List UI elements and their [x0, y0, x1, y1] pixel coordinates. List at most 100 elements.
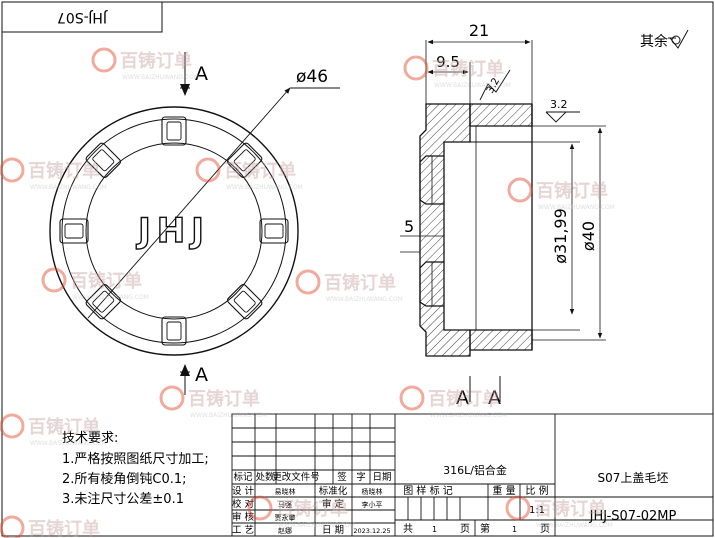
- tb-weight: 重 量: [492, 484, 515, 497]
- watermark-url: WWW.BAIZHUWANG.COM: [30, 184, 107, 191]
- watermark-url: WWW.BAIZHUWANG.COM: [326, 296, 403, 303]
- section-marker-a-left: A: [456, 387, 469, 409]
- watermark-brand: 百铸订单: [28, 416, 100, 438]
- title-block: [231, 413, 714, 537]
- tb-row1-name2: 杨晓林: [362, 487, 383, 496]
- tb-row1-label: 设 计: [232, 485, 255, 497]
- section-body-left: [419, 103, 471, 357]
- watermark-brand: 百铸订单: [70, 270, 142, 292]
- tech-req-item-2: 2.所有棱角倒钝C0.1;: [62, 471, 187, 487]
- dim-9-5-label: 9.5: [436, 53, 460, 71]
- dim-5-label: 5: [404, 217, 414, 236]
- tb-row4-label2: 日 期: [322, 525, 344, 536]
- watermark-url: WWW.BAIZHUWANG.COM: [122, 74, 199, 81]
- section-marker-bottom: A: [195, 364, 208, 386]
- slot: [227, 284, 263, 320]
- tb-part-name: S07上盖毛坯: [598, 471, 669, 485]
- tb-row2-name: 马强: [278, 501, 292, 509]
- tb-total-value: 1: [432, 525, 437, 534]
- tb-h-sign1: 签: [337, 471, 347, 483]
- slot: [161, 116, 187, 146]
- watermark-brand: 百铸订单: [534, 498, 606, 520]
- section-marker-top: A: [195, 63, 208, 85]
- watermark-brand: 百铸订单: [188, 388, 260, 410]
- watermark-brand: 百铸订单: [28, 160, 100, 182]
- watermark-url: WWW.BAIZHUWANG.COM: [226, 184, 303, 191]
- tb-row3-name: 贾永攀: [275, 513, 296, 522]
- dim-40-label: ø40: [579, 221, 598, 251]
- watermark: 百铸订单 WWW.BAIZHUWANG.COM: [159, 385, 267, 419]
- watermark: 百铸订单 WWW.BAIZHUWANG.COM: [195, 157, 303, 191]
- diameter-46-label: ø46: [296, 67, 328, 87]
- tb-total-label: 共: [403, 523, 413, 535]
- watermark-url: WWW.BAIZHUWANG.COM: [434, 82, 511, 89]
- watermark-layer: 百铸订单 WWW.BAIZHUWANG.COM 百铸订单 WWW.BAIZHUWANG…: [0, 47, 615, 538]
- watermark-url: WWW.BAIZHUWANG.COM: [430, 412, 507, 419]
- roughness-other-icon: [668, 29, 689, 49]
- watermark: 百铸订单 WWW.BAIZHUWANG.COM: [247, 495, 355, 529]
- tb-page-label2: 页: [540, 523, 550, 535]
- tb-row4-name: 赵娜: [278, 526, 292, 535]
- watermark: 百铸订单 WWW.BAIZHUWANG.COM: [295, 269, 403, 303]
- tech-req-title: 技术要求:: [62, 431, 118, 446]
- watermark-url: WWW.BAIZHUWANG.COM: [278, 522, 355, 529]
- jhj-logo-text: JHJ: [136, 211, 210, 251]
- tb-row2-label2: 审 定: [322, 498, 345, 510]
- slot: [85, 142, 121, 178]
- boss-lower: [419, 261, 444, 307]
- watermark: 百铸订单 WWW.BAIZHUWANG.COM: [91, 47, 199, 81]
- watermark-brand: 百铸订单: [428, 388, 500, 410]
- second-circle: [61, 118, 287, 344]
- watermark-url: WWW.BAIZHUWANG.COM: [538, 204, 615, 211]
- tb-row1-name: 易晓林: [275, 487, 296, 496]
- tb-h-mark: 标记: [233, 471, 253, 483]
- tech-req-item-1: 1.严格按照图纸尺寸加工;: [62, 451, 209, 467]
- slot: [161, 316, 187, 346]
- inner-circle: [85, 142, 263, 320]
- watermark-url: WWW.BAIZHUWANG.COM: [190, 412, 267, 419]
- tb-ratio: 比 例: [525, 484, 548, 497]
- roughness-right-label: 3.2: [550, 98, 568, 111]
- boss-upper: [419, 155, 444, 205]
- watermark-url: WWW.BAIZHUWANG.COM: [536, 522, 613, 529]
- tb-drawing-mark: 图 样 标 记: [403, 484, 453, 497]
- roughness-other-label: 其余: [640, 33, 668, 50]
- tb-part-code: JHJ-S07-02MP: [589, 509, 677, 524]
- section-bottom-flange: [469, 329, 533, 351]
- watermark: 百铸订单 WWW.BAIZHUWANG.COM: [0, 157, 107, 191]
- tb-row2-name2: 李小平: [362, 500, 383, 509]
- tb-page-label: 页: [460, 523, 470, 535]
- slot-group: [59, 116, 289, 346]
- slot: [59, 218, 89, 244]
- section-top-flange: [469, 103, 533, 127]
- watermark-brand: 百铸订单: [120, 50, 192, 72]
- tb-row4-label: 工 艺: [232, 525, 254, 536]
- slot: [259, 218, 289, 244]
- watermark-brand: 百铸订单: [276, 498, 348, 520]
- watermark-brand: 百铸订单: [28, 518, 100, 538]
- tb-h-count: 处数: [255, 471, 275, 483]
- tb-scale: 1:1: [529, 505, 545, 516]
- slot: [227, 142, 263, 178]
- tb-h-doc: 更改文件号: [272, 471, 320, 483]
- tb-h-date: 日期: [372, 472, 391, 483]
- tb-row2-label: 校 对: [232, 498, 255, 510]
- diameter-leader: [87, 87, 291, 319]
- watermark-brand: 百铸订单: [224, 160, 296, 182]
- watermark-url: WWW.BAIZHUWANG.COM: [30, 440, 107, 447]
- title-block-text: 标记 处数 更改文件号 签 字 日期 设 计 易晓林 标准化 杨晓林 校 对 马…: [232, 463, 677, 536]
- watermark-brand: 百铸订单: [536, 180, 608, 202]
- tb-row4-name2: 2023.12.25: [353, 527, 390, 535]
- watermark: 百铸订单 WWW.BAIZHUWANG.COM: [0, 413, 107, 447]
- dim-31-99-label: ø31,99: [551, 208, 570, 264]
- section-marker-a-right: A: [488, 387, 501, 409]
- front-view: JHJ ø46 A A: [49, 52, 340, 395]
- tech-req-item-3: 3.未注尺寸公差±0.1: [62, 492, 184, 507]
- watermark: 百铸订单 WWW.BAIZHUWANG.COM: [399, 385, 507, 419]
- watermark-brand: 百铸订单: [324, 272, 396, 294]
